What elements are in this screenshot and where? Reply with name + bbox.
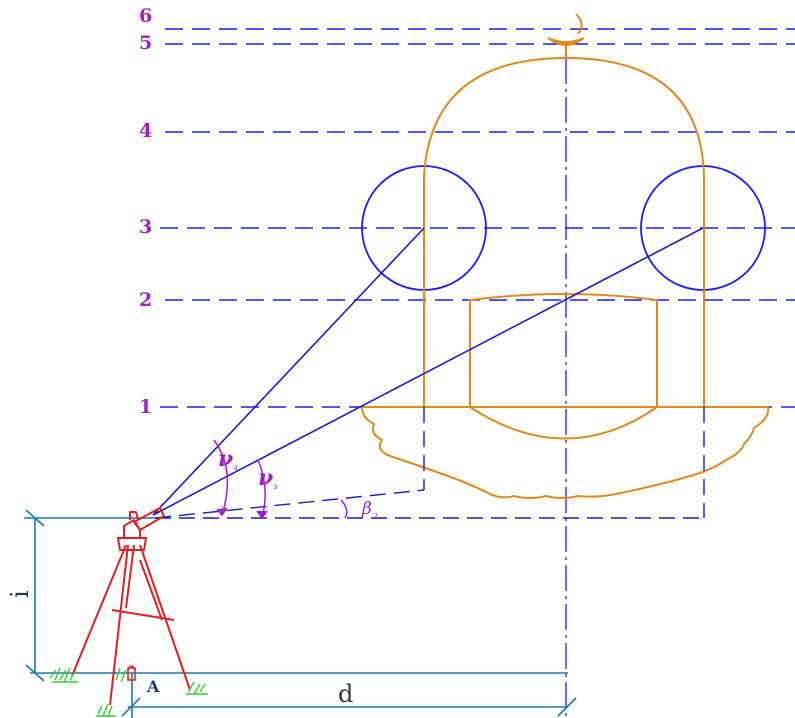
height-tick-top: [25, 509, 45, 527]
beta-label-sub: 2: [373, 512, 378, 521]
level-label-6: 6: [139, 5, 152, 27]
grass-icon: [49, 667, 208, 717]
beta-label: β: [361, 499, 372, 519]
angle-arc-left: [213, 439, 229, 516]
angle-label-a: ν: [218, 446, 233, 472]
level-label-1: 1: [139, 396, 152, 418]
angle-label-b-sub: з: [273, 482, 277, 491]
dome-arc: [423, 56, 705, 228]
tripod-icon: [71, 507, 191, 706]
arrowhead-left: [216, 507, 228, 517]
arrowhead-right: [256, 510, 268, 520]
angle-label-a-sub: з: [233, 463, 237, 472]
level-label-3: 3: [139, 216, 152, 238]
level-label-5: 5: [139, 32, 152, 54]
level-lines: [160, 28, 795, 408]
crescent-tip: [575, 13, 583, 35]
height-tick-bottom: [25, 664, 45, 682]
level-label-4: 4: [139, 120, 152, 142]
level-label-2: 2: [139, 289, 152, 311]
angle-label-b: ν: [258, 465, 273, 491]
window-frame: [469, 293, 658, 407]
distance-tick-right: [557, 697, 577, 717]
survey-peg-icon: [127, 665, 136, 681]
rock-foundation: [361, 406, 770, 499]
window-arc: [469, 406, 658, 440]
sight-line-right-tower: [152, 227, 704, 516]
level-labels: 6 5 4 3 2 1: [139, 5, 152, 418]
height-label: i: [6, 590, 34, 598]
beta-line: [154, 489, 425, 519]
building-outline: [361, 13, 770, 499]
sight-line-left-tower: [152, 227, 425, 516]
distance-tick-left: [121, 697, 141, 717]
projection-lines: [154, 407, 705, 519]
sight-lines: [152, 227, 704, 516]
angle-arc-beta: [340, 499, 348, 519]
point-a-label: A: [146, 677, 160, 696]
angle-arcs: [213, 439, 348, 520]
distance-label: d: [338, 680, 353, 708]
crescent: [547, 37, 585, 46]
height-dimension: [24, 509, 155, 682]
